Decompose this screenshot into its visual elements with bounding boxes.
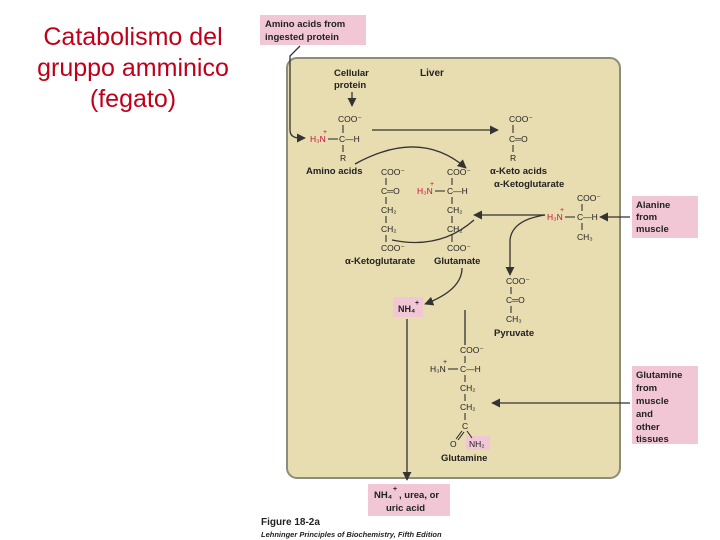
keto-co: C═O (509, 134, 528, 144)
alpha-ketoglutarate-structure: COO⁻ C═O CH₂ CH₂ COO⁻ (381, 167, 405, 253)
ala-ch: C—H (577, 212, 598, 222)
amino-acids-label: Amino acids (306, 166, 363, 177)
pyr-coo: COO⁻ (506, 276, 530, 286)
glutamine-box-line-4: and (636, 409, 653, 420)
gln-o: O (450, 439, 457, 449)
output-plus: + (393, 486, 397, 493)
ala-ch3: CH₃ (577, 232, 593, 242)
alanine-from-muscle-box (632, 196, 698, 238)
gln-ch: C—H (460, 364, 481, 374)
liver-compartment (286, 57, 621, 479)
arrow-glutamate-to-nh4 (424, 267, 463, 306)
liver-label: Liver (420, 68, 444, 79)
figure-source: Lehninger Principles of Biochemistry, Fi… (261, 530, 442, 539)
gln-coo: COO⁻ (460, 345, 484, 355)
aa-r: R (340, 153, 346, 163)
slide-title-line-2: gruppo amminico (37, 54, 229, 82)
ingested-protein-box (260, 15, 366, 45)
aa-ch: C—H (339, 134, 360, 144)
glutamine-box-line-2: from (636, 383, 657, 394)
alanine-box-line-3: muscle (636, 224, 669, 235)
akg-ch2-a: CH₂ (381, 205, 397, 215)
nh4-text: NH₄ (398, 304, 415, 314)
gln-nh2-highlight (466, 436, 490, 450)
gln-plus: + (443, 359, 447, 366)
output-box (368, 484, 450, 516)
pyruvate-label: Pyruvate (494, 328, 534, 339)
akg-co: C═O (381, 186, 400, 196)
glutamine-structure: COO⁻ H₃N + C—H CH₂ CH₂ C O NH₂ (430, 345, 490, 450)
ingested-protein-line-2: ingested protein (265, 32, 339, 43)
keto-r: R (510, 153, 516, 163)
nh4-plus: + (415, 300, 419, 307)
glu-coo-bottom: COO⁻ (447, 243, 471, 253)
ketoglutarate-label-right: α-Ketoglutarate (494, 179, 564, 190)
aa-plus: + (323, 129, 327, 136)
figure-number: Figure 18-2a (261, 517, 320, 528)
glutamine-box-line-6: tissues (636, 434, 669, 445)
glutamine-box-line-1: Glutamine (636, 370, 682, 381)
glutamate-structure: COO⁻ H₃N + C—H CH₂ CH₂ COO⁻ (417, 167, 471, 253)
arrow-alanine-to-pyruvate (505, 214, 546, 276)
alanine-structure: COO⁻ H₃N + C—H CH₃ (547, 193, 601, 242)
alanine-box-line-2: from (636, 212, 657, 223)
ingested-protein-line-1: Amino acids from (265, 19, 345, 30)
slide-title-line-1: Catabolismo del (43, 23, 223, 51)
glu-ch2-a: CH₂ (447, 205, 463, 215)
glu-plus: + (430, 181, 434, 188)
cellular-protein-line-2: protein (334, 80, 366, 91)
glutamine-from-tissues-box (632, 366, 698, 444)
gln-nh2: NH₂ (469, 439, 485, 449)
glutamine-box-line-3: muscle (636, 396, 669, 407)
gln-c: C (462, 421, 468, 431)
glu-ch2-b: CH₂ (447, 224, 463, 234)
slide-title-line-3: (fegato) (89, 85, 177, 113)
cellular-protein-line-1: Cellular (334, 68, 369, 79)
glu-h3n: H₃N (417, 186, 433, 196)
keto-acids-label: α-Keto acids (490, 166, 547, 177)
glutamine-label: Glutamine (441, 453, 487, 464)
akg-coo-top: COO⁻ (381, 167, 405, 177)
gln-ch2-a: CH₂ (460, 383, 476, 393)
glutamate-label: Glutamate (434, 256, 480, 267)
pathway-arrows (289, 45, 630, 481)
pyruvate-structure: COO⁻ C═O CH₃ (506, 276, 530, 324)
ala-h3n: H₃N (547, 212, 563, 222)
alpha-ketoglutarate-label: α-Ketoglutarate (345, 256, 415, 267)
keto-coo: COO⁻ (509, 114, 533, 124)
slide-title: Catabolismo del gruppo amminico (fegato) (8, 22, 258, 115)
glu-coo-top: COO⁻ (447, 167, 471, 177)
arrow-ingested-to-amino-acids (289, 45, 306, 143)
akg-coo-bottom: COO⁻ (381, 243, 405, 253)
alanine-box-line-1: Alanine (636, 200, 670, 211)
ala-plus: + (560, 207, 564, 214)
glu-ch: C—H (447, 186, 468, 196)
ala-coo: COO⁻ (577, 193, 601, 203)
gln-h3n: H₃N (430, 364, 446, 374)
arrow-glutamate-to-ketoglutarate-curve (391, 219, 475, 244)
glutamine-box-line-5: other (636, 422, 660, 433)
nh4-box (393, 297, 423, 317)
aa-h3n: H₃N (310, 134, 326, 144)
amino-acid-structure: COO⁻ H₃N + C—H R (310, 114, 362, 163)
output-rest: , urea, or (399, 490, 439, 501)
output-nh4: NH₄ (374, 490, 393, 501)
pyr-co: C═O (506, 295, 525, 305)
output-line-2: uric acid (386, 503, 425, 514)
akg-ch2-b: CH₂ (381, 224, 397, 234)
aa-coo: COO⁻ (338, 114, 362, 124)
arrow-transamination-curve (354, 146, 467, 169)
gln-ch2-b: CH₂ (460, 402, 476, 412)
pyr-ch3: CH₃ (506, 314, 522, 324)
keto-acid-structure: COO⁻ C═O R (509, 114, 533, 163)
